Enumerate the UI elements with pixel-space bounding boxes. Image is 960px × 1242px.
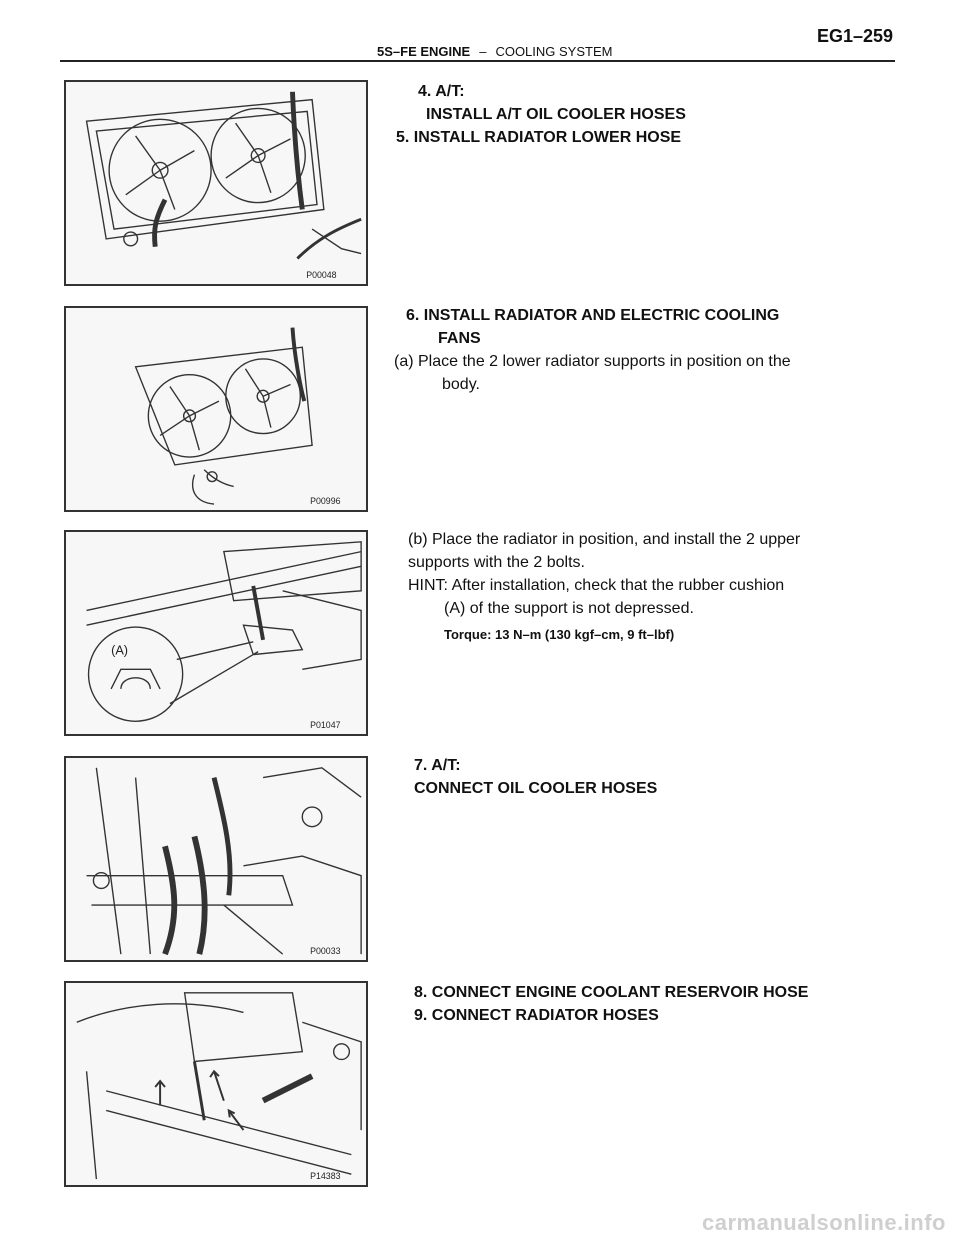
watermark: carmanualsonline.info (702, 1210, 946, 1235)
header-engine: 5S–FE ENGINE (377, 44, 471, 59)
figure-upper-support: (A) P01047 (64, 530, 368, 736)
figure-code-5: P14383 (310, 1171, 340, 1181)
figure-code-2: P00996 (310, 496, 340, 506)
step-6b-block: (b) Place the radiator in position, and … (392, 528, 862, 646)
step-8-title: 8. CONNECT ENGINE COOLANT RESERVOIR HOSE (414, 984, 809, 1001)
figure-code-3: P01047 (310, 720, 340, 730)
step-4-subtitle: INSTALL A/T OIL COOLER HOSES (426, 106, 686, 123)
step-7-title: 7. A/T: (414, 757, 461, 774)
step-4-title: 4. A/T: (418, 83, 465, 100)
figure-radiator-install: P00996 (64, 306, 368, 512)
upper-support-illustration: (A) P01047 (86, 541, 362, 730)
step-6-block: 6. INSTALL RADIATOR AND ELECTRIC COOLING… (392, 304, 862, 396)
figure-code-1: P00048 (306, 270, 336, 280)
hint-text: HINT: After installation, check that the… (408, 577, 785, 594)
callout-a-label: (A) (111, 643, 128, 658)
radiator-fans-illustration: P00048 (85, 91, 362, 280)
header-rule (60, 60, 895, 62)
oil-cooler-hoses-illustration: P00033 (86, 767, 362, 956)
figure-radiator-hoses: P14383 (64, 981, 368, 1187)
step-6-title: 6. INSTALL RADIATOR AND ELECTRIC COOLING (406, 307, 780, 324)
step-7-subtitle: CONNECT OIL COOLER HOSES (414, 780, 658, 797)
torque-spec: Torque: 13 N–m (130 kgf–cm, 9 ft–lbf) (444, 627, 675, 642)
hint-text-cont: (A) of the support is not depressed. (444, 600, 694, 617)
step-7-block: 7. A/T: CONNECT OIL COOLER HOSES (392, 754, 862, 800)
figure-code-4: P00033 (310, 946, 340, 956)
header-section-title: 5S–FE ENGINE–COOLING SYSTEM (377, 44, 612, 59)
step-6b-text: (b) Place the radiator in position, and … (408, 531, 801, 548)
header-section: COOLING SYSTEM (495, 44, 613, 59)
header-dash: – (479, 44, 487, 59)
step-9-title: 9. CONNECT RADIATOR HOSES (414, 1007, 659, 1024)
step-6b-text-cont: supports with the 2 bolts. (408, 554, 585, 571)
page-number: EG1–259 (816, 26, 893, 46)
radiator-hoses-illustration: P14383 (76, 992, 362, 1181)
step-8-9-block: 8. CONNECT ENGINE COOLANT RESERVOIR HOSE… (392, 981, 862, 1027)
step-6a-text: (a) Place the 2 lower radiator supports … (394, 353, 791, 370)
radiator-install-illustration: P00996 (134, 327, 341, 506)
step-6a-text-cont: body. (442, 376, 480, 393)
figure-oil-cooler-hoses: P00033 (64, 756, 368, 962)
step-5-title: 5. INSTALL RADIATOR LOWER HOSE (396, 129, 682, 146)
figure-radiator-lower-hose: P00048 (64, 80, 368, 286)
step-4-5-block: 4. A/T: INSTALL A/T OIL COOLER HOSES 5. … (392, 80, 862, 149)
page-header: 5S–FE ENGINE–COOLING SYSTEM EG1–259 (60, 22, 895, 62)
step-6-title-cont: FANS (438, 330, 481, 347)
